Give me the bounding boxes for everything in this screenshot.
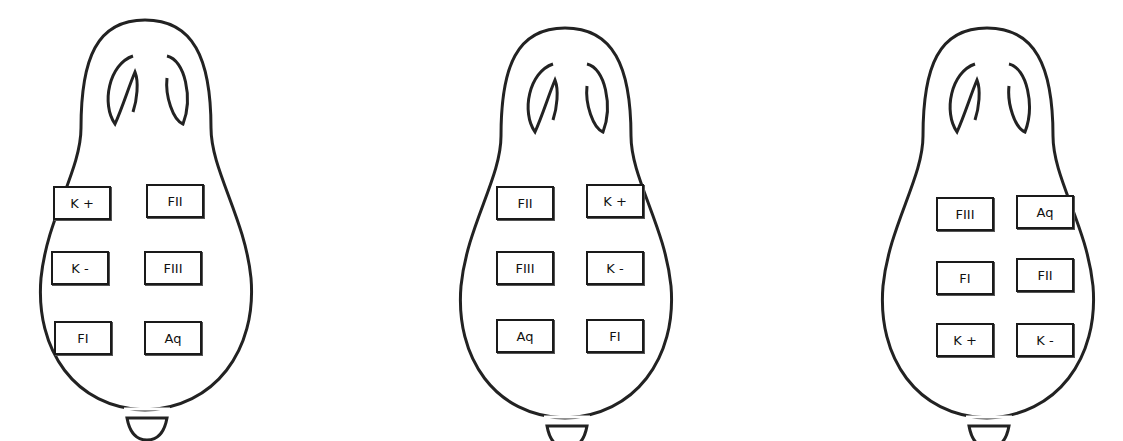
box-label: FII (167, 194, 182, 209)
box-label: FIII (956, 207, 975, 222)
box-label: K + (70, 196, 94, 211)
label-box: Aq (1016, 195, 1074, 229)
box-label: K - (71, 261, 88, 276)
label-box: FI (54, 321, 112, 355)
label-box: K - (1016, 323, 1074, 357)
box-label: Aq (517, 329, 534, 344)
label-box: K + (53, 186, 111, 220)
box-label: FI (609, 329, 620, 344)
box-label: K + (953, 333, 977, 348)
label-box: FII (146, 184, 204, 218)
box-label: FII (517, 196, 532, 211)
box-label: K - (1036, 333, 1053, 348)
label-box: FIII (144, 251, 202, 285)
box-label: FI (959, 271, 970, 286)
animal-outline (460, 28, 671, 441)
box-label: FII (1037, 268, 1052, 283)
box-label: FI (77, 331, 88, 346)
box-label: FIII (164, 261, 183, 276)
label-box: K + (586, 184, 644, 218)
label-box: FIII (936, 197, 994, 231)
label-box: FII (496, 186, 554, 220)
box-label: K - (606, 261, 623, 276)
box-label: K + (603, 194, 627, 209)
box-label: FIII (516, 261, 535, 276)
label-box: K - (51, 251, 109, 285)
label-box: Aq (144, 321, 202, 355)
box-label: Aq (1037, 205, 1054, 220)
animal-outline (882, 28, 1093, 441)
label-box: FII (1016, 258, 1074, 292)
label-box: FI (586, 319, 644, 353)
label-box: K + (936, 323, 994, 357)
label-box: Aq (496, 319, 554, 353)
label-box: FIII (496, 251, 554, 285)
label-box: FI (936, 261, 994, 295)
animal-outline (40, 20, 251, 440)
label-box: K - (586, 251, 644, 285)
box-label: Aq (165, 331, 182, 346)
